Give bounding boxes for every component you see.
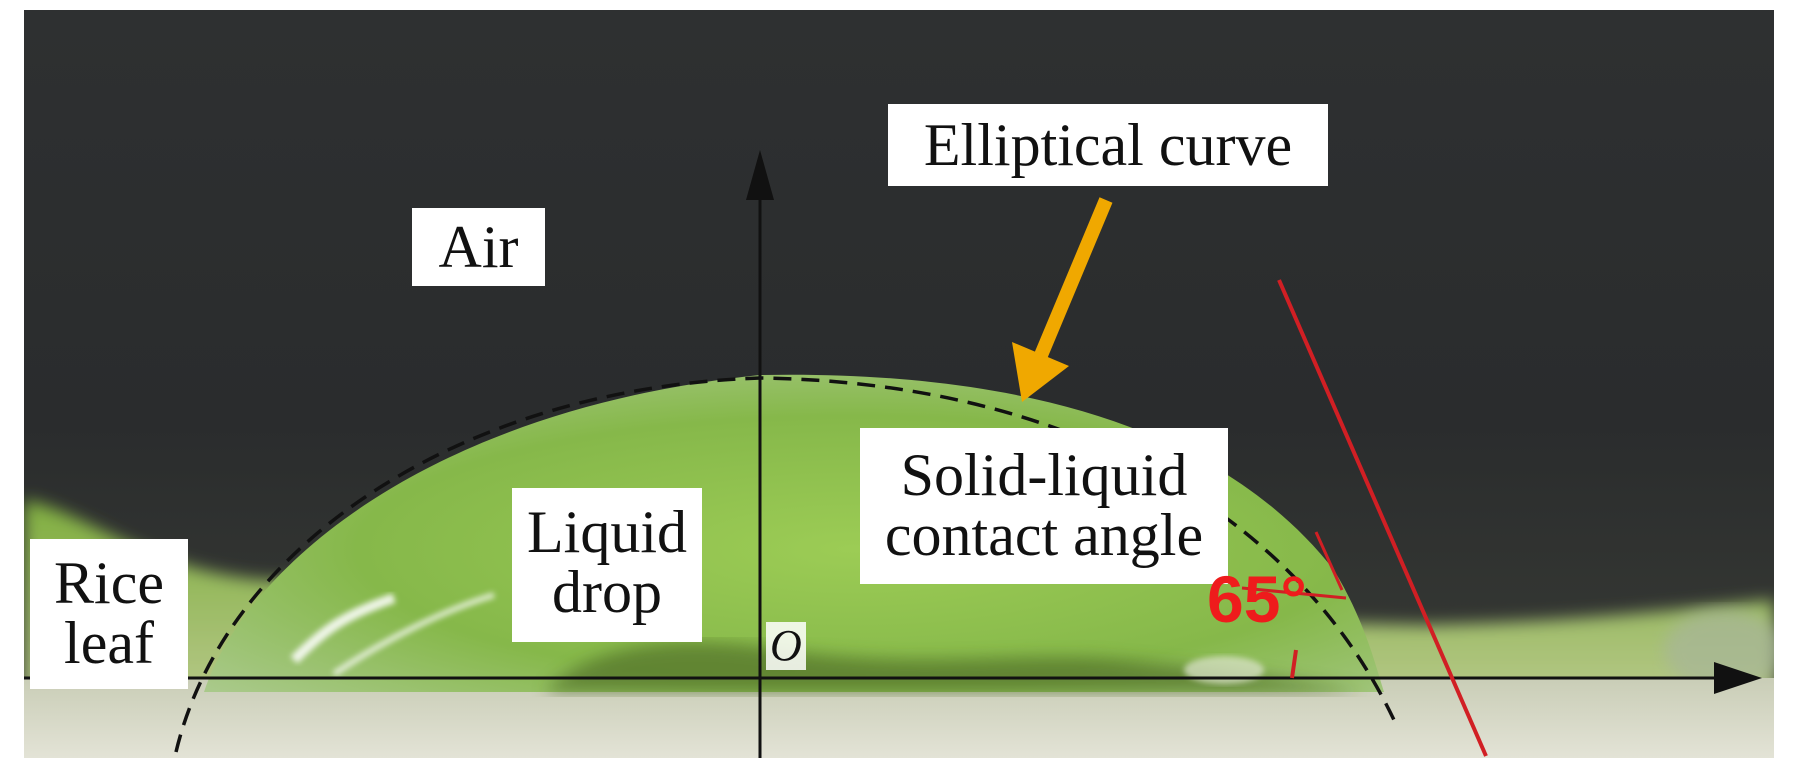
highlight-streak <box>332 592 495 677</box>
x-axis-arrow <box>1714 662 1762 694</box>
origin-label: O <box>766 622 806 670</box>
surface-reflection <box>1184 656 1264 684</box>
liquid-drop-label: Liquid drop <box>512 488 702 642</box>
droplet-photo: Elliptical curve Air Solid-liquid contac… <box>24 10 1774 758</box>
solid-liquid-contact-angle-label: Solid-liquid contact angle <box>860 428 1228 584</box>
elliptical-curve-label: Elliptical curve <box>888 104 1328 186</box>
y-axis-arrow <box>746 150 774 200</box>
pointer-arrow-head <box>1012 342 1069 402</box>
rice-leaf-label: Rice leaf <box>30 539 188 689</box>
contact-angle-value: 65° <box>1207 562 1307 636</box>
angle-ray <box>1314 531 1344 591</box>
drop-shadow <box>544 642 1364 692</box>
highlight-streak <box>290 593 396 664</box>
angle-ray <box>1241 586 1347 600</box>
tangent-line <box>1277 279 1488 757</box>
air-label: Air <box>412 208 545 286</box>
angle-tick <box>1290 649 1298 679</box>
small-droplet <box>1664 610 1774 690</box>
pointer-arrow-shaft <box>1032 197 1113 363</box>
